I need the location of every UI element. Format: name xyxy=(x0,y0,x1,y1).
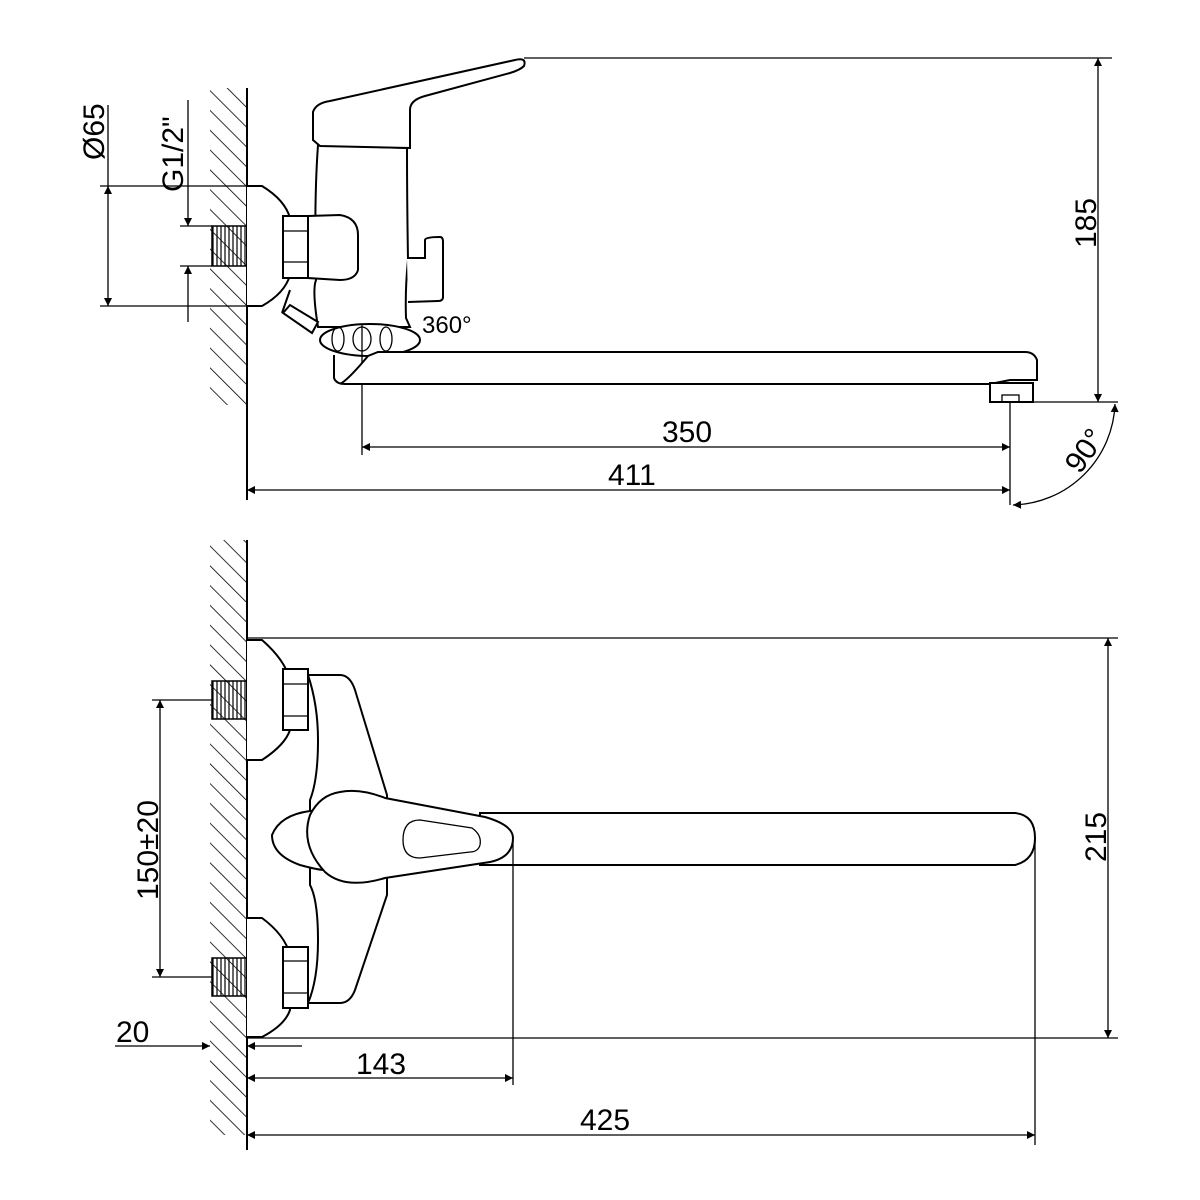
connector xyxy=(307,213,359,282)
handle-lever xyxy=(312,58,526,150)
total-reach-label: 411 xyxy=(608,459,656,492)
diverter-knob xyxy=(407,235,444,303)
handle-lever xyxy=(306,789,515,884)
inlet-spacing-label: 150±20 xyxy=(132,800,165,900)
diameter-label: Ø65 xyxy=(78,103,111,160)
nut-lower xyxy=(282,946,309,1009)
wall-offset-label: 20 xyxy=(116,1016,149,1049)
swivel-angle-label: 90° xyxy=(1059,423,1112,479)
spout xyxy=(333,351,1038,385)
swivel-angle-arc xyxy=(1012,403,1119,509)
front-view: 215 150±20 20 143 425 xyxy=(115,540,1118,1150)
inlet-thread xyxy=(211,225,248,267)
spout xyxy=(479,812,1037,866)
shower-outlet-thread xyxy=(281,303,320,335)
height-label: 185 xyxy=(1070,198,1103,248)
wall-hatch xyxy=(210,540,247,1135)
nut xyxy=(282,215,309,279)
spout-reach-label: 350 xyxy=(662,416,712,449)
thread-label: G1/2" xyxy=(157,116,190,192)
inlet-thread-upper xyxy=(211,680,248,720)
height-label: 215 xyxy=(1080,812,1113,862)
aerator xyxy=(989,382,1034,403)
rotation-label: 360° xyxy=(422,312,472,339)
total-reach-label: 425 xyxy=(580,1104,630,1137)
side-view: 360° 185 Ø65 G1/2" 350 411 90° xyxy=(78,57,1119,509)
inlet-thread-lower xyxy=(211,957,248,997)
handle-slot xyxy=(402,819,481,859)
nut-upper xyxy=(282,668,309,731)
handle-reach-label: 143 xyxy=(356,1048,406,1081)
